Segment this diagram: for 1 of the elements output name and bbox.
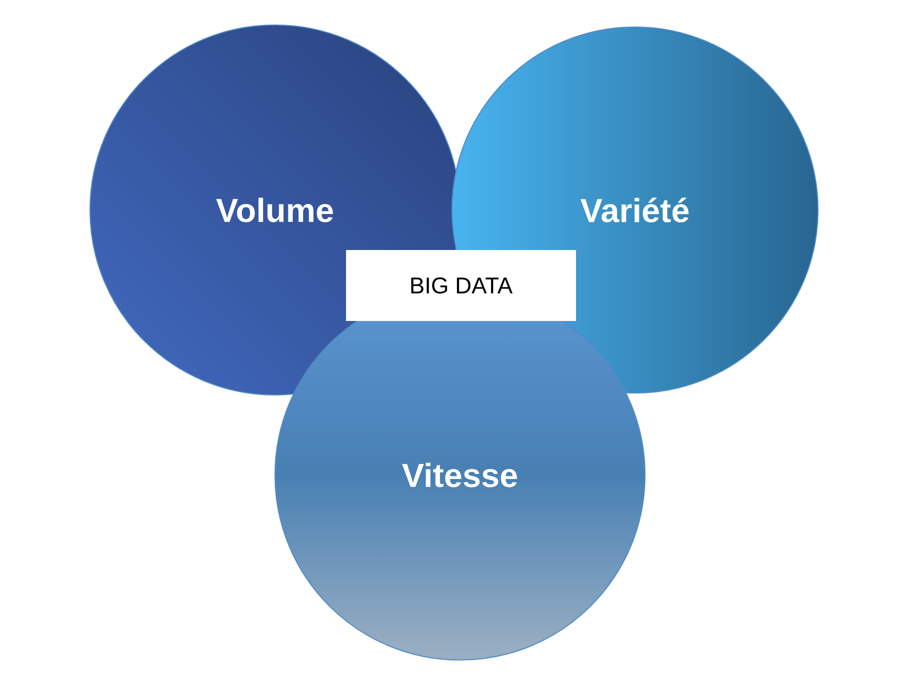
label-box: BIG DATA [346,250,576,321]
